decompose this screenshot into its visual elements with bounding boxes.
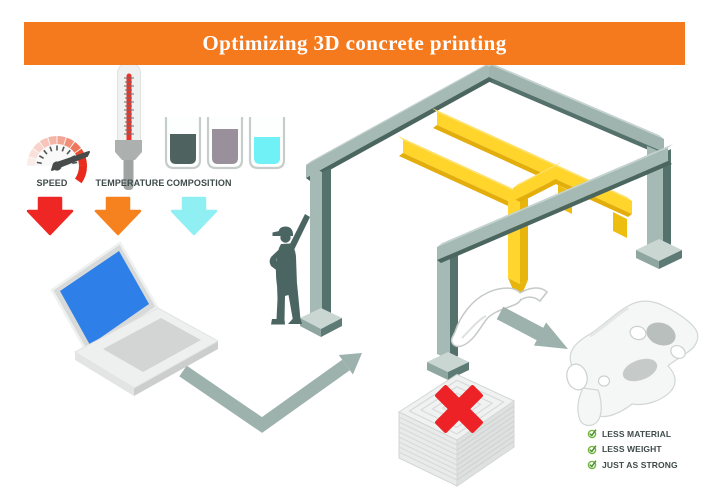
gantry-leg-back-right [636,146,682,269]
reject-x-icon [435,385,483,433]
speed-label: SPEED [36,178,68,188]
benefit-label: JUST AS STRONG [602,459,678,470]
flow-arrow [179,353,362,433]
composition-down-arrow [170,196,218,236]
speed-gauge-icon [27,136,90,184]
benefit-label: LESS WEIGHT [602,444,662,454]
check-circle-icon [587,429,597,439]
gantry-leg-front-left [300,166,342,337]
check-circle-icon [587,444,597,454]
beaker-mauve [206,117,244,170]
temperature-label: TEMPERATURE [95,178,165,188]
temperature-down-arrow [94,196,142,236]
laptop-screen [60,251,149,345]
thermometer-icon [115,61,142,190]
benefit-less-material: LESS MATERIAL [587,428,678,439]
benefits-list: LESS MATERIAL LESS WEIGHT JUST AS STRONG [587,428,678,475]
gantry-printer [300,56,682,380]
printing-in-progress-part [450,287,548,348]
beakers-icon [164,117,286,170]
title-banner: Optimizing 3D concrete printing [24,22,685,65]
check-circle-icon [587,460,597,470]
laptop-keyboard [103,318,201,372]
speed-down-arrow [26,196,74,236]
composition-label: COMPOSITION [166,178,232,188]
solid-block [397,373,516,487]
result-arrow [496,306,568,349]
beaker-cyan [248,117,286,170]
engineer-silhouette [269,214,310,325]
print-carriage [398,108,632,301]
benefit-just-as-strong: JUST AS STRONG [587,459,678,470]
optimized-part [566,300,699,427]
beaker-dark [164,117,202,170]
benefit-label: LESS MATERIAL [602,428,672,439]
page-title: Optimizing 3D concrete printing [202,31,507,55]
laptop-icon [50,241,220,396]
benefit-less-weight: LESS WEIGHT [587,444,678,455]
